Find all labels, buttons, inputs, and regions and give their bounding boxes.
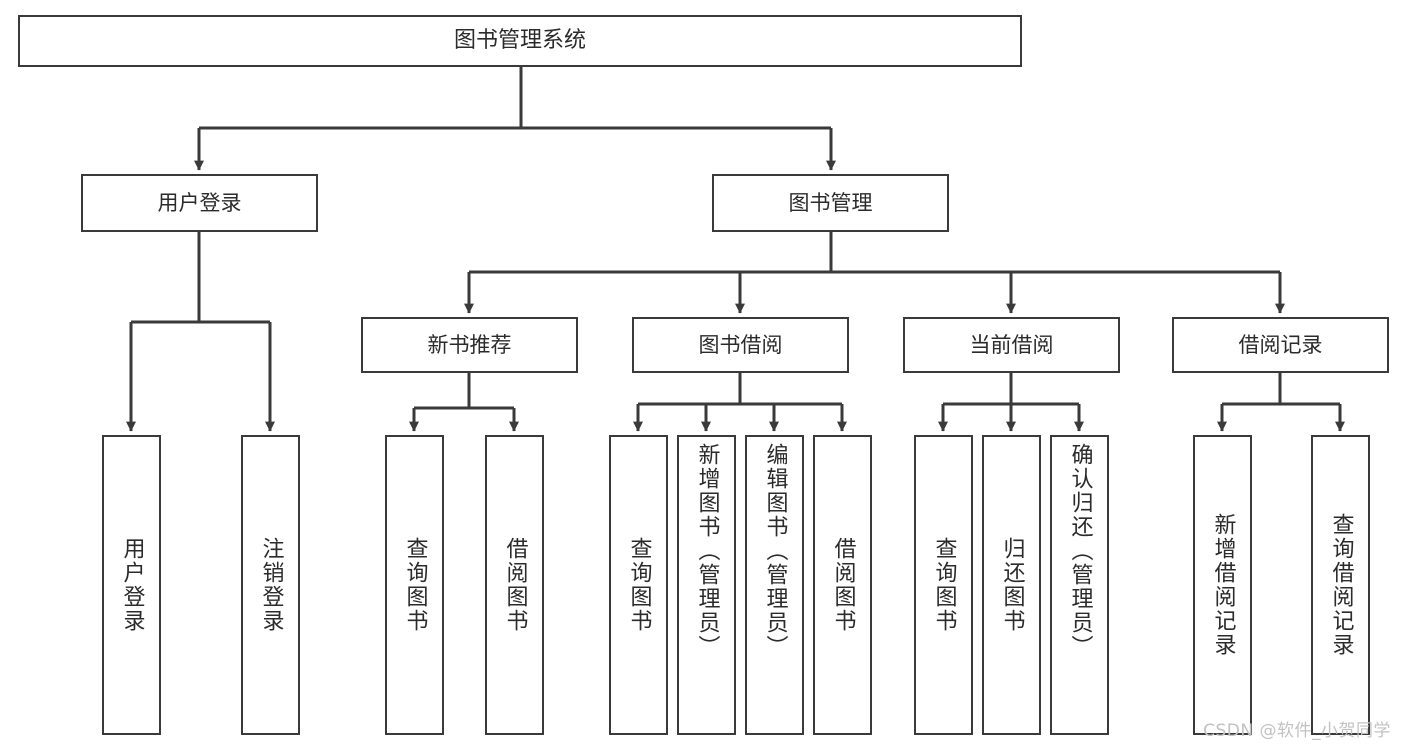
node-root-system[interactable]: 图书管理系统 [18,15,1022,67]
node-label: 注销登录 [258,537,284,633]
node-current-borrow[interactable]: 当前借阅 [903,317,1120,373]
node-label: 当前借阅 [969,332,1054,357]
node-label: 图书管理系统 [453,28,586,54]
node-book-borrow[interactable]: 图书借阅 [632,317,849,373]
leaf-query-book-current[interactable]: 查询图书 [914,435,973,735]
leaf-return-book[interactable]: 归还图书 [982,435,1041,735]
node-label: 编辑图书（管理员） [762,443,788,659]
leaf-query-book-recommend[interactable]: 查询图书 [385,435,444,735]
leaf-confirm-return-admin[interactable]: 确认归还（管理员） [1050,435,1109,735]
node-new-book-recommend[interactable]: 新书推荐 [361,317,578,373]
node-label: 用户登录 [157,190,242,215]
leaf-query-borrow-record[interactable]: 查询借阅记录 [1311,435,1370,735]
leaf-logout[interactable]: 注销登录 [241,435,300,735]
node-label: 借阅记录 [1238,332,1323,357]
leaf-query-book-borrow[interactable]: 查询图书 [609,435,668,735]
node-label: 图书借阅 [698,332,783,357]
node-label: 用户登录 [119,537,145,633]
node-label: 归还图书 [999,537,1025,633]
node-label: 新书推荐 [427,332,512,357]
node-label: 借阅图书 [502,537,528,633]
leaf-user-login[interactable]: 用户登录 [102,435,161,735]
leaf-edit-book-admin[interactable]: 编辑图书（管理员） [745,435,804,735]
watermark: CSDN @软件_小贺同学 [1203,721,1391,741]
node-book-management[interactable]: 图书管理 [712,174,949,232]
node-borrow-record[interactable]: 借阅记录 [1172,317,1389,373]
node-label: 借阅图书 [830,537,856,633]
node-label: 查询图书 [626,537,652,633]
node-label: 图书管理 [788,190,873,215]
node-label: 查询借阅记录 [1328,513,1354,657]
node-label: 新增图书（管理员） [694,443,720,659]
leaf-add-book-admin[interactable]: 新增图书（管理员） [677,435,736,735]
node-label: 查询图书 [402,537,428,633]
node-label: 确认归还（管理员） [1067,443,1093,659]
leaf-borrow-book-recommend[interactable]: 借阅图书 [485,435,544,735]
node-label: 查询图书 [931,537,957,633]
leaf-borrow-book[interactable]: 借阅图书 [813,435,872,735]
node-user-login[interactable]: 用户登录 [81,174,318,232]
node-label: 新增借阅记录 [1210,513,1236,657]
leaf-add-borrow-record[interactable]: 新增借阅记录 [1193,435,1252,735]
